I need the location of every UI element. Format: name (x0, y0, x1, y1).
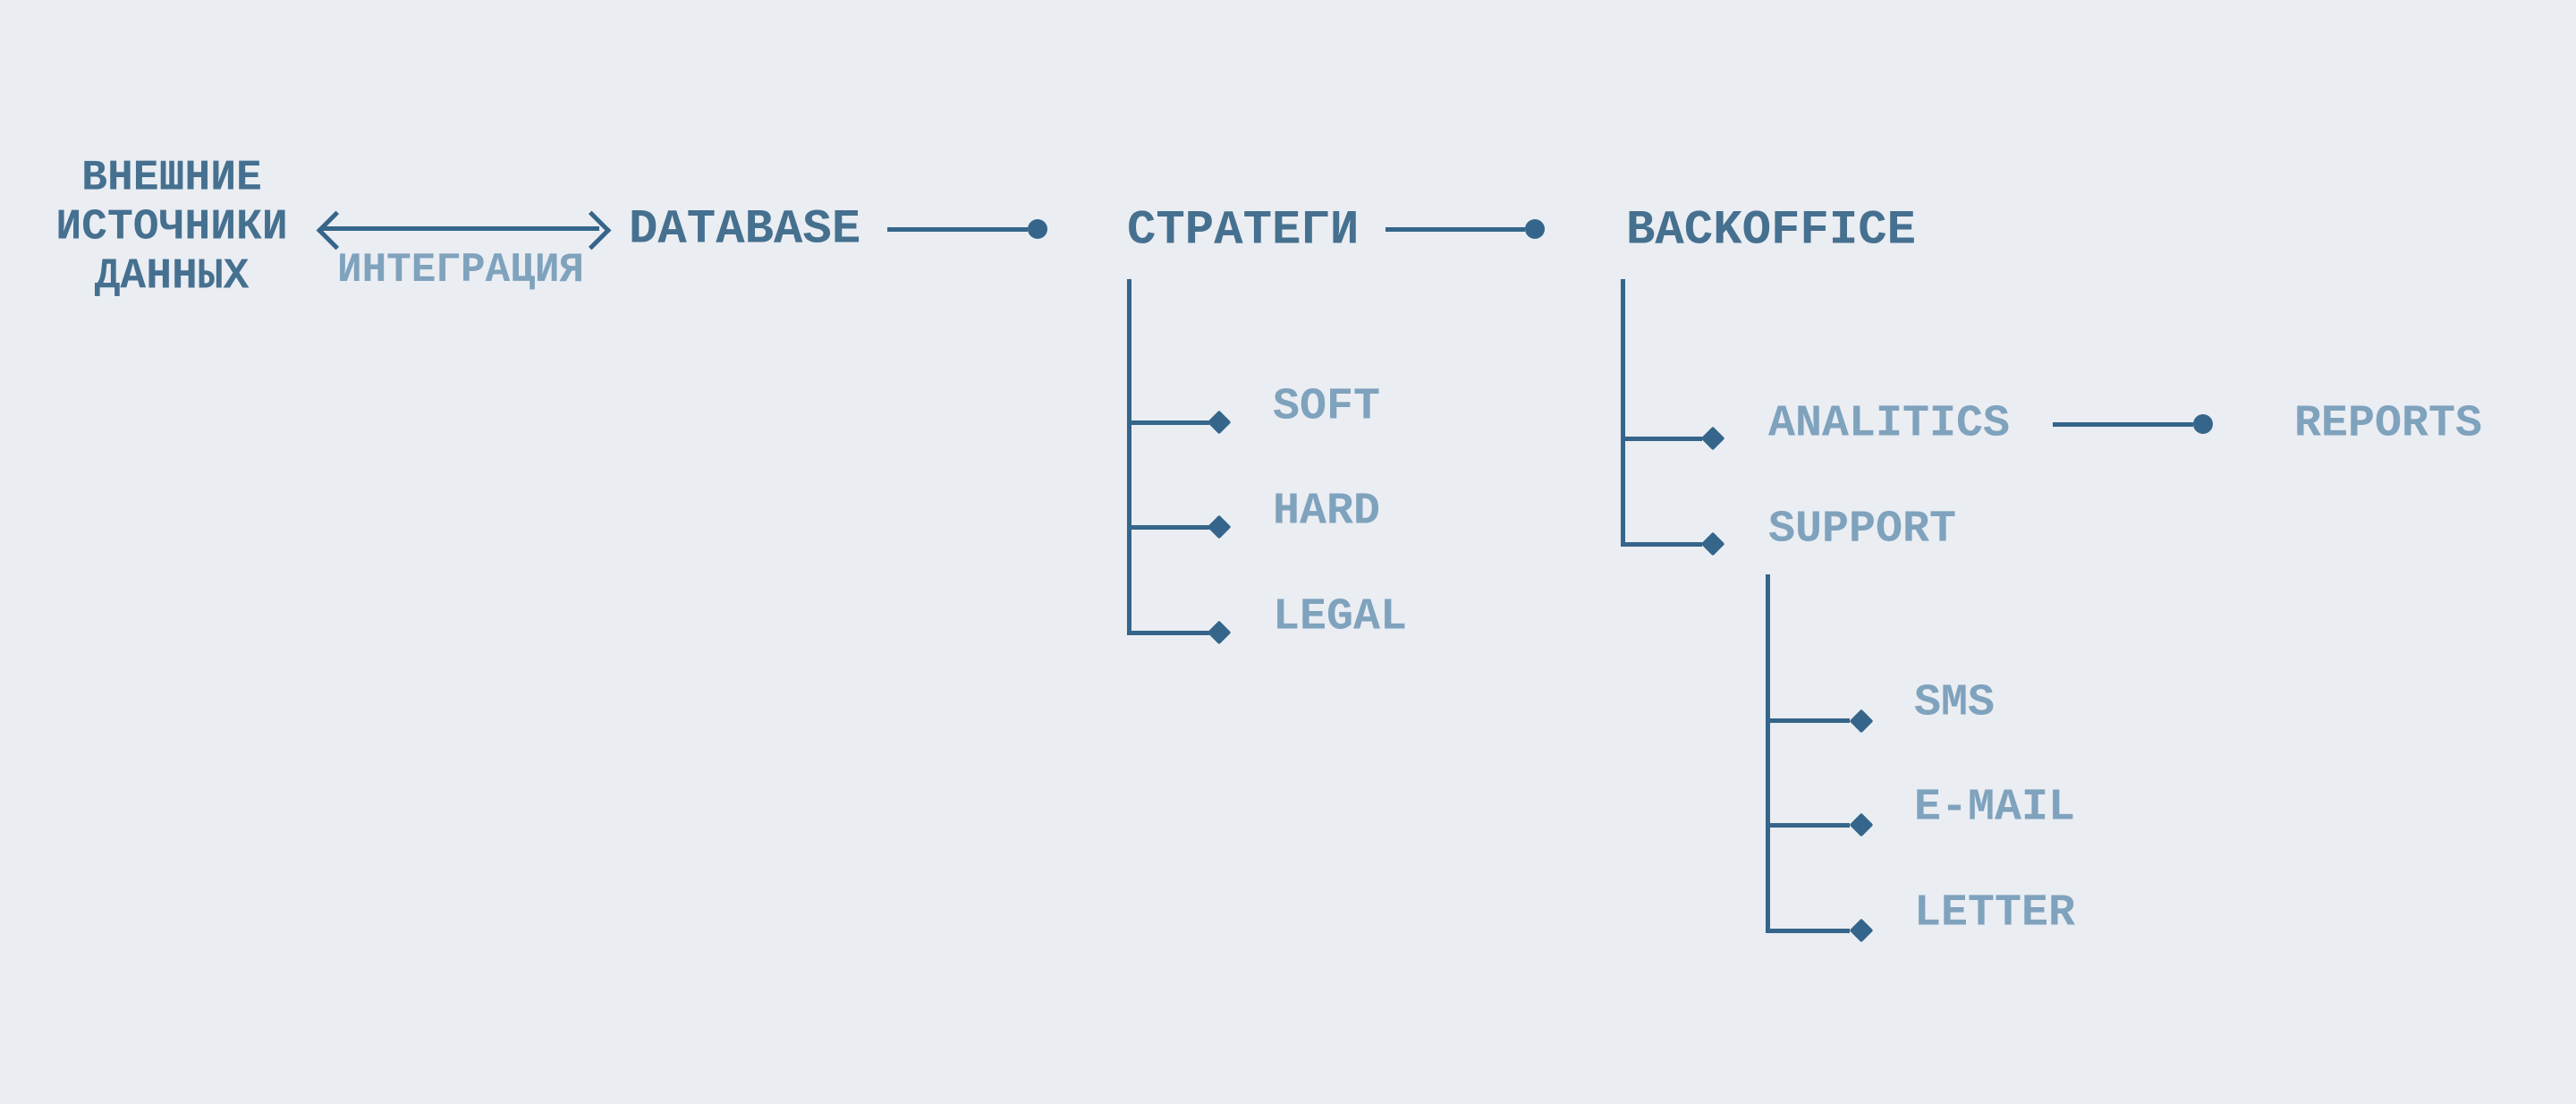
database-node: DATABASE (629, 202, 861, 258)
analitics-node: ANALITICS (1768, 398, 2011, 450)
external-sources-line-3: ДАННЫХ (94, 252, 250, 301)
support-node: SUPPORT (1768, 504, 1957, 556)
analitics-reports-connector-dot (2193, 414, 2213, 434)
analitics-branch-diamond (1700, 426, 1725, 451)
sms-branch-line (1767, 718, 1850, 723)
letter-node: LETTER (1914, 887, 2076, 939)
strategists-backoffice-connector-dot (1525, 219, 1545, 239)
external-sources-line-1: ВНЕШНИЕ (81, 154, 262, 203)
external-sources-label: ВНЕШНИЕ ИСТОЧНИКИ ДАННЫХ (55, 155, 287, 302)
left-arrowhead-icon (316, 210, 356, 251)
integration-arrow-shaft (322, 226, 599, 231)
analitics-branch-line (1623, 437, 1702, 441)
letter-branch-diamond (1849, 918, 1874, 943)
analitics-reports-connector (2053, 422, 2193, 427)
strategists-node: СТРАТЕГИ (1127, 203, 1360, 259)
support-subtree-vline (1766, 574, 1770, 933)
hard-branch-line (1129, 525, 1209, 530)
reports-node: REPORTS (2294, 398, 2483, 450)
email-branch-diamond (1849, 812, 1874, 837)
letter-branch-line (1767, 929, 1850, 933)
strategists-subtree-vline (1127, 279, 1131, 635)
soft-branch-diamond (1207, 410, 1232, 435)
external-sources-line-2: ИСТОЧНИКИ (55, 203, 288, 252)
sms-node: SMS (1914, 677, 1996, 729)
hard-node: HARD (1273, 486, 1381, 538)
support-branch-line (1623, 542, 1702, 547)
email-branch-line (1767, 823, 1850, 828)
hard-branch-diamond (1207, 514, 1232, 539)
legal-branch-line (1129, 631, 1209, 635)
database-strategists-connector (887, 227, 1028, 232)
backoffice-subtree-vline (1621, 279, 1625, 547)
integration-label: ИНТЕГРАЦИЯ (336, 247, 585, 293)
strategists-backoffice-connector (1385, 227, 1525, 232)
soft-node: SOFT (1273, 381, 1381, 433)
backoffice-node: BACKOFFICE (1626, 203, 1917, 259)
database-strategists-connector-dot (1028, 219, 1047, 239)
sms-branch-diamond (1849, 709, 1874, 734)
legal-node: LEGAL (1273, 591, 1408, 643)
soft-branch-line (1129, 420, 1209, 425)
right-arrowhead-icon (572, 210, 612, 251)
support-branch-diamond (1700, 531, 1725, 556)
email-node: E-MAIL (1914, 782, 2076, 834)
legal-branch-diamond (1207, 620, 1232, 645)
